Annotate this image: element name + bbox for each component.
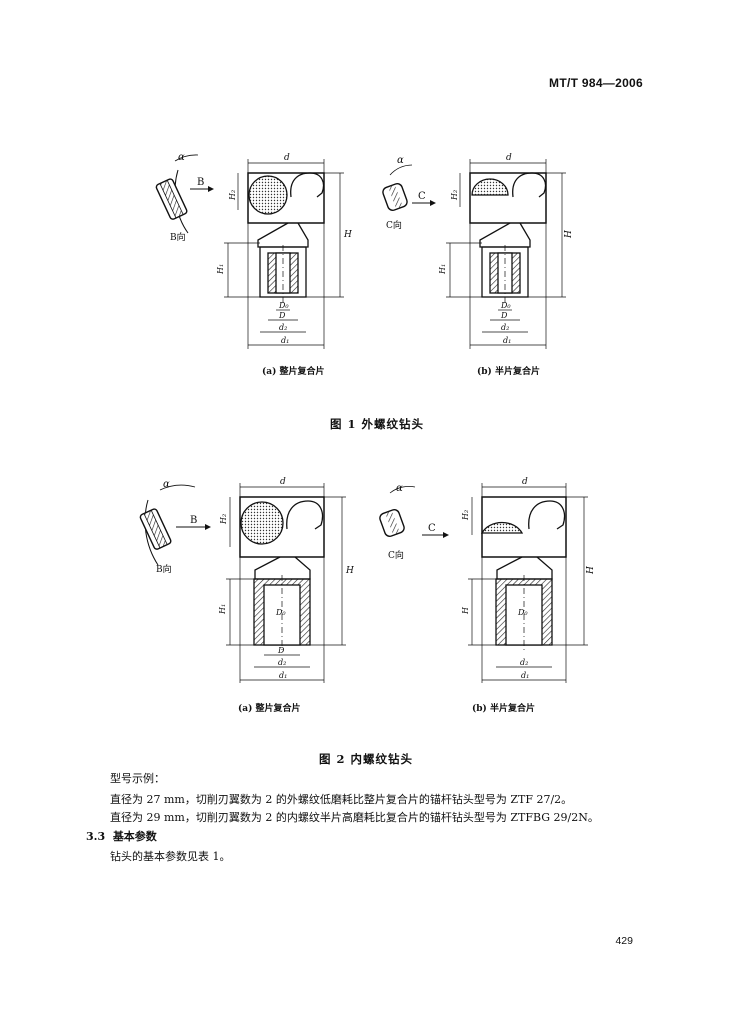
fig2a-view-label: B向: [156, 563, 172, 575]
fig1b-D: D: [500, 311, 508, 320]
fig2a-d1: d₁: [279, 671, 287, 680]
fig1-caption-a: (a) 整片复合片: [262, 367, 325, 377]
fig2b-alpha: α: [396, 483, 403, 494]
fig2b-dims: [468, 483, 588, 683]
fig2-title: 图 2 内螺纹钻头: [319, 752, 414, 766]
fig1a-bit: [247, 172, 325, 305]
standard-code: MT/T 984—2006: [549, 76, 643, 90]
fig1-caption-b: (b) 半片复合片: [477, 367, 540, 377]
fig2b-d2: d₂: [520, 658, 528, 667]
example-line-2: 直径为 29 mm，切削刃翼数为 2 的内螺纹半片高磨耗比复合片的锚杆钻头型号为…: [110, 811, 599, 824]
fig1a-alpha: α: [178, 152, 185, 163]
fig2b-view-c: α C C向: [379, 483, 449, 561]
section-number: 3.3: [86, 830, 106, 843]
fig1b-bit: [469, 172, 547, 305]
fig1a-d2: d₂: [279, 323, 287, 332]
fig2b-H: H: [461, 606, 470, 615]
section-heading: 3.3 基本参数: [86, 826, 157, 848]
fig2a-H: H: [345, 566, 354, 576]
fig1a-H1: H₁: [216, 264, 225, 275]
fig2a-arrow-label: B: [190, 515, 197, 526]
fig1b-d: d: [506, 153, 512, 163]
fig1a-H: H: [343, 230, 352, 240]
fig2-caption-a: (a) 整片复合片: [238, 704, 301, 714]
fig1b-view-c: α C C向: [382, 155, 436, 231]
page-number: 429: [615, 935, 633, 947]
fig2b-bit: [480, 496, 567, 653]
fig1a-H2: H₂: [228, 190, 237, 201]
fig2a-dims: [226, 483, 346, 683]
fig1b-view-label: C向: [386, 219, 402, 231]
fig2b-H2: H₂: [461, 510, 470, 521]
fig1b-dims: [446, 159, 566, 349]
fig1b-arrow-label: C: [418, 191, 426, 202]
fig2b-d1: d₁: [521, 671, 529, 680]
fig1b-H2: H₂: [450, 190, 459, 201]
fig2a-D0: D₀: [275, 608, 286, 617]
fig2b-arrow-label: C: [428, 523, 436, 534]
example-heading: 型号示例：: [110, 772, 165, 785]
fig1b-d2: d₂: [501, 323, 509, 332]
fig2a-alpha: α: [163, 479, 170, 490]
fig2a-bit: [239, 496, 325, 653]
fig2b-d: d: [522, 477, 528, 487]
fig1b-d1: d₁: [503, 336, 511, 345]
fig2a-d2: d₂: [278, 658, 286, 667]
section-title: 基本参数: [112, 830, 157, 843]
fig2b-view-label: C向: [388, 549, 404, 561]
fig1a-arrow-label: B: [197, 177, 204, 188]
fig1b-alpha: α: [397, 155, 404, 166]
fig1a-D0: D₀: [278, 301, 289, 310]
fig2a-view-b: α B B向: [139, 479, 211, 575]
fig2a-d: d: [280, 477, 286, 487]
fig1a-dims: [224, 159, 344, 349]
figure1-drawings: α B B向 d H₂ H₁ H D₀ D d₂ d₁: [155, 152, 574, 349]
fig2b-H-total: H: [586, 566, 596, 575]
fig1-title: 图 1 外螺纹钻头: [330, 417, 425, 431]
fig1b-H: H: [564, 230, 574, 239]
fig1a-view-b: α B B向: [155, 152, 214, 243]
fig1b-H1: H₁: [438, 264, 447, 275]
fig2a-D: D: [277, 646, 285, 655]
fig1a-view-label: B向: [170, 231, 186, 243]
fig2a-H2: H₂: [219, 514, 228, 525]
fig1b-D0: D₀: [500, 301, 511, 310]
section-text: 钻头的基本参数见表 1。: [110, 850, 231, 863]
fig1a-d1: d₁: [281, 336, 289, 345]
example-line-1: 直径为 27 mm，切削刃翼数为 2 的外螺纹低磨耗比整片复合片的锚杆钻头型号为…: [110, 793, 573, 806]
fig1a-D: D: [278, 311, 286, 320]
fig2b-D0: D₀: [517, 608, 528, 617]
fig1a-d: d: [284, 153, 290, 163]
fig2a-H1: H₁: [218, 604, 227, 615]
fig2-caption-b: (b) 半片复合片: [472, 704, 535, 714]
figure2-drawings: α B B向 d H₂ H₁ H D₀ D d₂ d₁: [139, 477, 596, 683]
